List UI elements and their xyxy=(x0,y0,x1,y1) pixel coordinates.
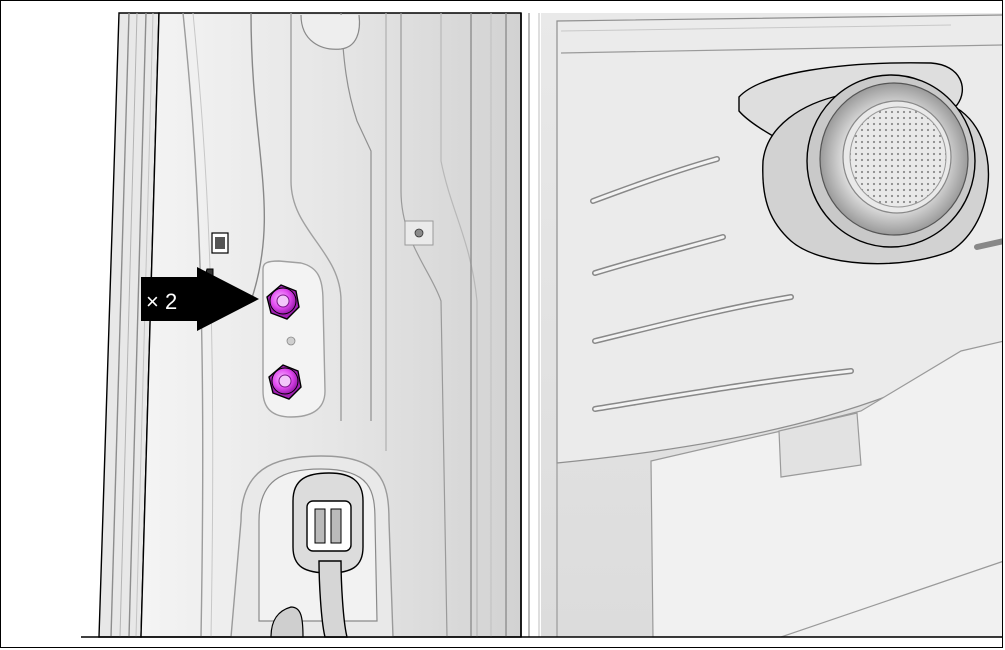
electrical-connector xyxy=(230,455,394,638)
quantity-label: × 2 xyxy=(146,289,177,314)
nut-upper xyxy=(266,284,300,320)
nut-lower xyxy=(268,364,302,400)
door-seam xyxy=(520,13,540,637)
pillar-panel xyxy=(140,12,522,638)
callout: × 2 xyxy=(141,267,259,331)
speaker xyxy=(738,62,990,265)
pillar-rivet xyxy=(404,220,434,246)
